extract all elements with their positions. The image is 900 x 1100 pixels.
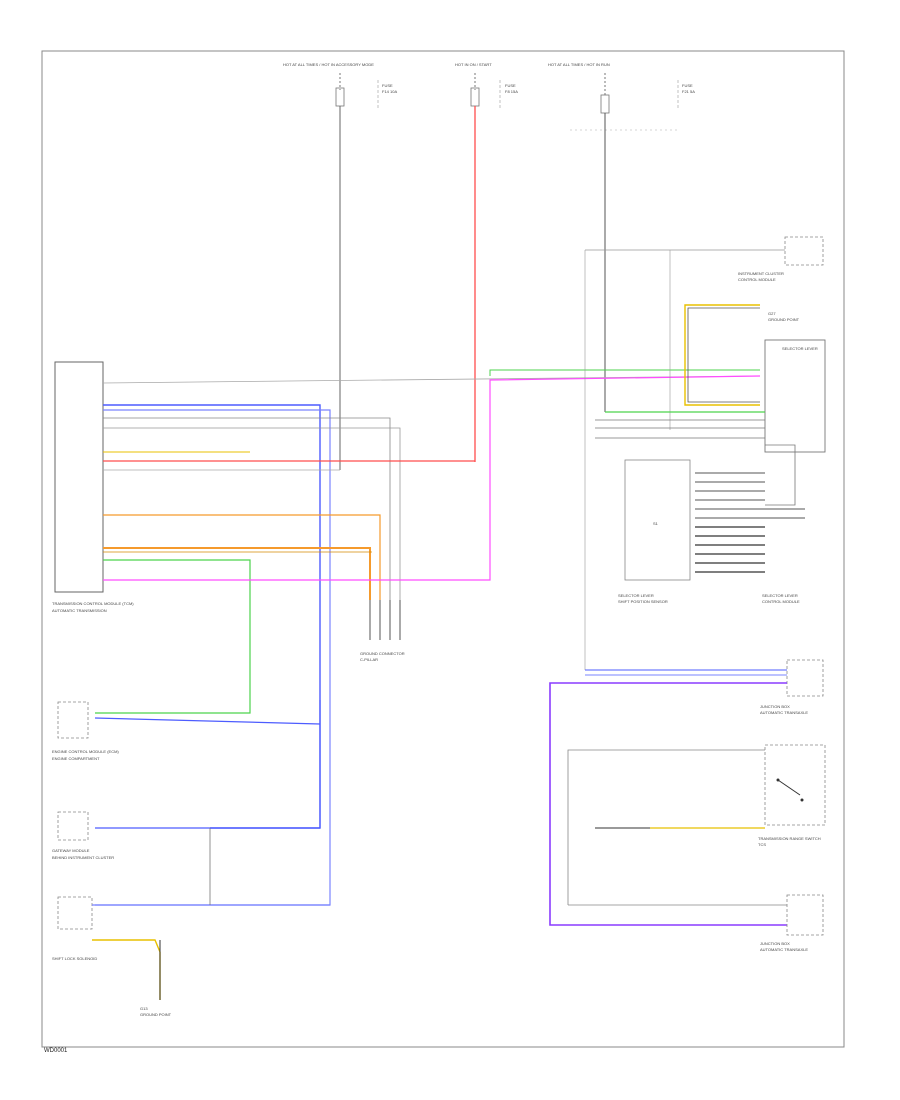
junction-box-2-box [786,894,824,936]
power-source-2: HOT IN ON / START FUSE F8 15A [455,62,518,108]
ecm-box [57,701,89,739]
ecm-sub: ENGINE COMPARTMENT [52,756,100,761]
shift-lock-label: SHIFT LOCK SOLENOID [52,956,97,961]
ecm-label: ENGINE CONTROL MODULE (ECM) [52,749,119,754]
selector-wires [695,472,805,573]
ground-connector-sub: C-PILLAR [360,657,378,662]
instrument-cluster-box [784,236,824,266]
selector-lever: S1 SELECTOR LEVER SHIFT POSITION SENSOR … [618,459,800,604]
page-id: WD0001 [44,1048,68,1054]
fuse-2-label: FUSE [505,83,516,88]
junction-box-1-sub: AUTOMATIC TRANSAXLE [760,710,808,715]
junction-box-1: JUNCTION BOX AUTOMATIC TRANSAXLE [549,659,824,926]
selector-control-module: SELECTOR LEVER [595,339,826,506]
selector-lever-box [624,459,691,581]
ground2-label: G27 [768,311,776,316]
tcm-sub: AUTOMATIC TRANSMISSION [52,608,107,613]
gateway-box [57,811,89,841]
fuse-2-sub: F8 15A [505,89,518,94]
transmission-range-sub: TCS [758,842,766,847]
ground1-label: G13 [140,1006,148,1011]
power-source-2-label: HOT IN ON / START [455,62,492,67]
junction-box-2: JUNCTION BOX AUTOMATIC TRANSAXLE [568,894,824,952]
ground-connector-label: GROUND CONNECTOR [360,651,405,656]
power-source-3: HOT AT ALL TIMES / HOT IN RUN FUSE F21 5… [548,62,695,131]
instrument-cluster-label: INSTRUMENT CLUSTER [738,271,784,276]
gateway-sub: BEHIND INSTRUMENT CLUSTER [52,855,114,860]
fuse-3-label: FUSE [682,83,693,88]
transmission-range-label: TRANSMISSION RANGE SWITCH [758,836,821,841]
selector-lever-ref: S1 [653,521,659,526]
diagram-frame [41,50,845,1048]
gateway-label: GATEWAY MODULE [52,848,90,853]
yellow-loop: G27 GROUND POINT [684,304,800,406]
instrument-cluster-sub: CONTROL MODULE [738,277,776,282]
fuse-1-label: FUSE [382,83,393,88]
power-source-3-label: HOT AT ALL TIMES / HOT IN RUN [548,62,610,67]
feed-wires [339,106,606,470]
tcm-box [54,361,104,593]
tcm-wire-harness [95,369,761,906]
junction-box-1-box [786,659,824,697]
junction-box-1-label: JUNCTION BOX [760,704,790,709]
instrument-cluster: INSTRUMENT CLUSTER CONTROL MODULE [585,236,824,282]
selector-control-label: SELECTOR LEVER [782,346,818,351]
transmission-range-switch: TRANSMISSION RANGE SWITCH TCS [567,744,826,905]
ground2-sub: GROUND POINT [768,317,800,322]
gateway-module: GATEWAY MODULE BEHIND INSTRUMENT CLUSTER [52,811,320,860]
power-source-1: HOT AT ALL TIMES / HOT IN ACCESSORY MODE… [283,62,397,108]
selector-lever-label: SELECTOR LEVER [618,593,654,598]
shift-lock-box [57,896,93,930]
shift-lock-solenoid: SHIFT LOCK SOLENOID G13 GROUND POINT [52,896,330,1017]
junction-box-2-sub: AUTOMATIC TRANSAXLE [760,947,808,952]
selector-control-label-2: SELECTOR LEVER [762,593,798,598]
ecm-module: ENGINE CONTROL MODULE (ECM) ENGINE COMPA… [52,701,321,761]
tcm-module: TRANSMISSION CONTROL MODULE (TCM) AUTOMA… [52,361,134,613]
selector-control-box [764,339,826,453]
fuse-3-sub: F21 5A [682,89,695,94]
selector-control-sub-2: CONTROL MODULE [762,599,800,604]
power-source-1-label: HOT AT ALL TIMES / HOT IN ACCESSORY MODE [283,62,374,67]
transmission-range-box [764,744,826,826]
tcm-label: TRANSMISSION CONTROL MODULE (TCM) [52,601,134,606]
ground1-sub: GROUND POINT [140,1012,172,1017]
ground-connector: GROUND CONNECTOR C-PILLAR [360,600,405,662]
junction-box-2-label: JUNCTION BOX [760,941,790,946]
selector-lever-sub: SHIFT POSITION SENSOR [618,599,668,604]
fuse-1-sub: F14 10A [382,89,397,94]
